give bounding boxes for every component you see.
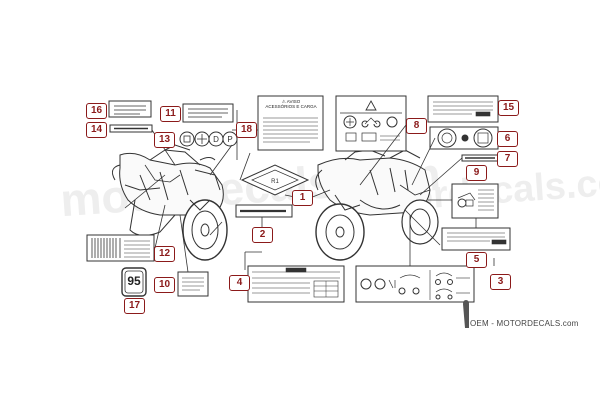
sticker-1: R1 bbox=[240, 164, 310, 196]
leader-lines bbox=[124, 110, 495, 273]
svg-text:D: D bbox=[213, 135, 219, 144]
watermark-text: OEM - MOTORDECALS.com bbox=[470, 319, 579, 328]
motorcycle-left bbox=[111, 144, 228, 261]
callout-10: 10 bbox=[154, 277, 175, 293]
sticker-14 bbox=[109, 124, 153, 133]
callout-12: 12 bbox=[154, 246, 175, 262]
sticker-7 bbox=[461, 154, 499, 162]
sticker-16 bbox=[108, 100, 152, 118]
sticker-6 bbox=[429, 126, 499, 150]
sticker-18-heading: ⚠ AVISO ACESSÓRIOS E CARGA bbox=[262, 99, 320, 109]
callout-17: 17 bbox=[124, 298, 145, 314]
callout-11: 11 bbox=[160, 106, 181, 122]
sticker-9 bbox=[451, 183, 499, 219]
motorcycle-right bbox=[315, 149, 439, 261]
callout-16: 16 bbox=[86, 103, 107, 119]
svg-text:R1: R1 bbox=[271, 179, 279, 185]
sticker-12 bbox=[86, 234, 155, 262]
sticker-13: D P bbox=[179, 131, 238, 147]
callout-5: 5 bbox=[466, 252, 487, 268]
callout-4: 4 bbox=[229, 275, 250, 291]
motordecals-logo-icon bbox=[463, 300, 469, 328]
callout-8: 8 bbox=[406, 118, 427, 134]
callout-14: 14 bbox=[86, 122, 107, 138]
sticker-11 bbox=[182, 103, 234, 123]
sticker-17 bbox=[121, 267, 147, 297]
sticker-10 bbox=[177, 271, 209, 297]
callout-13: 13 bbox=[154, 132, 175, 148]
callout-18: 18 bbox=[236, 122, 257, 138]
sticker-18 bbox=[257, 95, 324, 151]
svg-text:P: P bbox=[227, 135, 232, 144]
sticker-3 bbox=[355, 265, 475, 303]
callout-7: 7 bbox=[497, 151, 518, 167]
callout-3: 3 bbox=[490, 274, 511, 290]
sticker-2 bbox=[235, 204, 293, 218]
sticker-15 bbox=[427, 95, 499, 123]
sticker-17-number: 95 bbox=[127, 274, 141, 288]
sticker-18-title: ⚠ AVISO bbox=[281, 99, 301, 104]
callout-2: 2 bbox=[252, 227, 273, 243]
callout-9: 9 bbox=[466, 165, 487, 181]
sticker-4 bbox=[247, 265, 345, 303]
callout-6: 6 bbox=[497, 131, 518, 147]
callout-15: 15 bbox=[498, 100, 519, 116]
callout-1: 1 bbox=[292, 190, 313, 206]
sticker-5 bbox=[441, 227, 511, 251]
sticker-8 bbox=[335, 95, 407, 152]
sticker-18-subtitle: ACESSÓRIOS E CARGA bbox=[265, 104, 317, 109]
